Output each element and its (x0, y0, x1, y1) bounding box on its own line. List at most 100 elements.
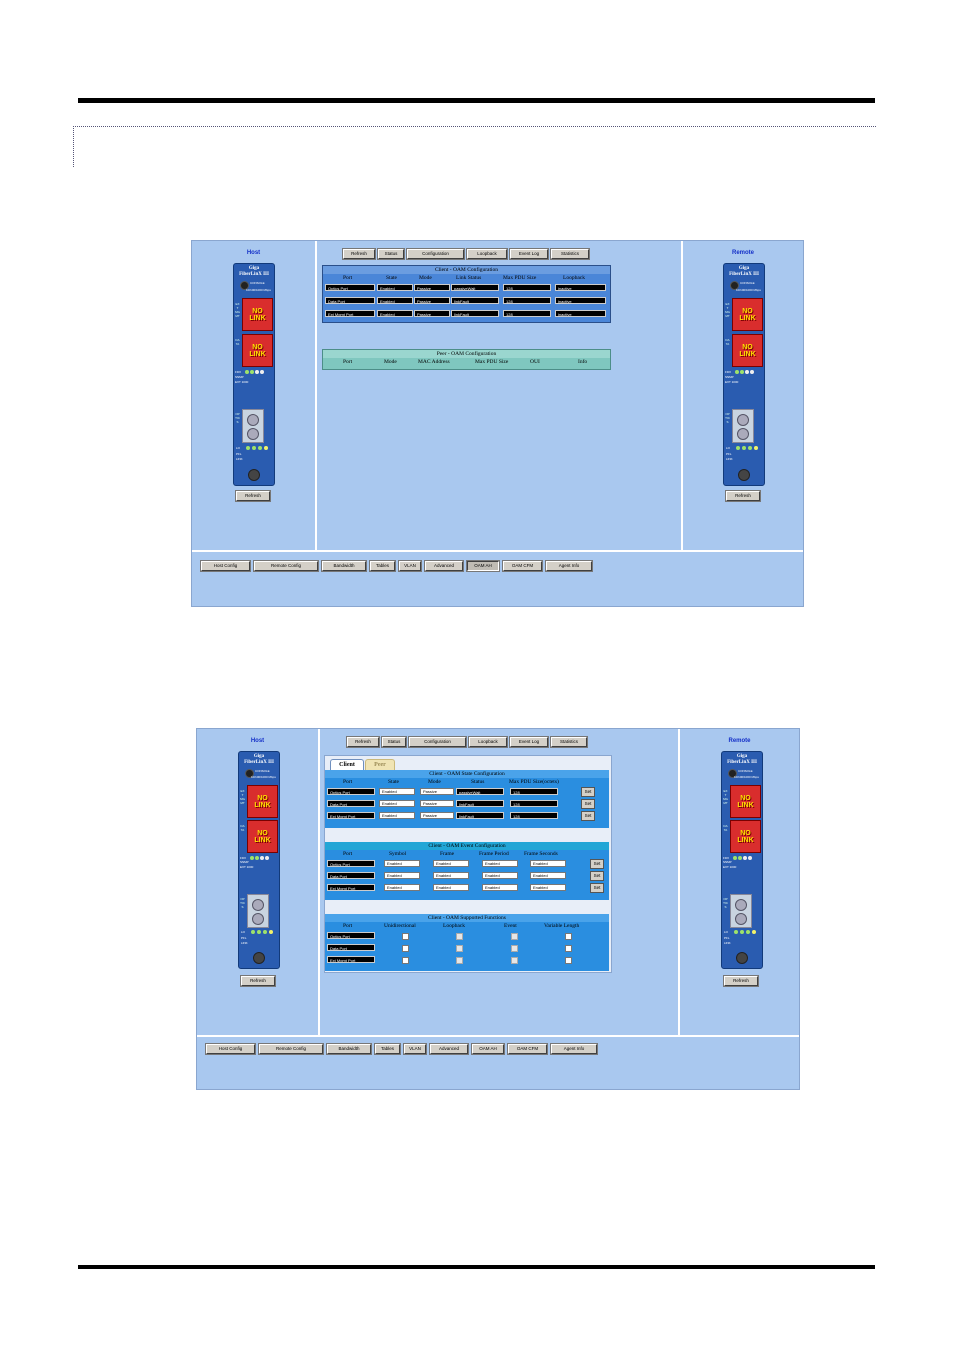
function-checkbox[interactable] (511, 957, 518, 964)
event-select[interactable]: Enabled (384, 884, 420, 891)
snmp-label: SNMP (235, 375, 244, 379)
mode-select[interactable]: Passive (420, 788, 454, 795)
lo-label: LO (236, 446, 241, 450)
remote-config-button[interactable]: Remote Config (259, 1044, 323, 1054)
set-button[interactable]: Set (590, 871, 604, 881)
event-log-button[interactable]: Event Log (510, 249, 548, 259)
bandwidth-button[interactable]: Bandwidth (327, 1044, 371, 1054)
max-pdu-input[interactable]: 128 (510, 788, 558, 795)
statistics-button[interactable]: Statistics (551, 249, 589, 259)
event-select[interactable]: Enabled (530, 860, 566, 867)
oam-cfm-button[interactable]: OAM CFM (508, 1044, 547, 1054)
event-select[interactable]: Enabled (433, 884, 469, 891)
function-checkbox[interactable] (402, 945, 409, 952)
event-select[interactable]: Enabled (482, 884, 518, 891)
status-button[interactable]: Status (382, 737, 406, 747)
statistics-button[interactable]: Statistics (551, 737, 587, 747)
event-select[interactable]: Enabled (482, 872, 518, 879)
status-button[interactable]: Status (378, 249, 404, 259)
function-checkbox[interactable] (456, 957, 463, 964)
loopback-button[interactable]: Loopback (469, 737, 507, 747)
optic-tx-icon (735, 898, 747, 911)
state-select[interactable]: Enabled (379, 812, 415, 819)
host-title: Host (246, 250, 261, 256)
function-checkbox[interactable] (565, 945, 572, 952)
event-select[interactable]: Enabled (482, 860, 518, 867)
loopback-button[interactable]: Loopback (467, 249, 507, 259)
configuration-button[interactable]: Configuration (409, 737, 466, 747)
max-pdu-input[interactable]: 128 (510, 800, 558, 807)
event-select[interactable]: Enabled (384, 872, 420, 879)
advanced-button[interactable]: Advanced (430, 1044, 468, 1054)
event-select[interactable]: Enabled (433, 860, 469, 867)
tab-peer[interactable]: Peer (365, 759, 395, 770)
host-refresh-button[interactable]: Refresh (241, 976, 275, 986)
peer-oam-title: Peer - OAM Configuration (323, 350, 610, 358)
status-led (750, 370, 754, 374)
function-checkbox[interactable] (565, 933, 572, 940)
max-pdu-input[interactable]: 128 (510, 812, 558, 819)
remote-refresh-button[interactable]: Refresh (724, 976, 758, 986)
col-port: Port (343, 779, 353, 785)
set-button[interactable]: Set (590, 883, 604, 893)
host-config-button[interactable]: Host Config (206, 1044, 255, 1054)
link-led (252, 446, 256, 450)
function-checkbox[interactable] (456, 933, 463, 940)
remote-title: Remote (728, 738, 751, 744)
tab-client[interactable]: Client (330, 759, 364, 770)
set-button[interactable]: Set (581, 787, 595, 797)
console-port-icon (728, 768, 737, 778)
tables-button[interactable]: Tables (370, 561, 395, 571)
status-led (735, 370, 739, 374)
event-select[interactable]: Enabled (530, 872, 566, 879)
screw-icon (253, 952, 265, 965)
host-refresh-button[interactable]: Refresh (236, 491, 270, 501)
data-port-label: DATA (240, 824, 245, 833)
event-log-button[interactable]: Event Log (510, 737, 548, 747)
function-checkbox[interactable] (456, 945, 463, 952)
event-select[interactable]: Enabled (384, 860, 420, 867)
advanced-button[interactable]: Advanced (425, 561, 463, 571)
mode-select[interactable]: Passive (420, 800, 454, 807)
tables-button[interactable]: Tables (375, 1044, 400, 1054)
client-oam-title: Client - OAM Configuration (323, 266, 610, 274)
oam-ah-button[interactable]: OAM AH (467, 561, 499, 571)
port-name: Optics Port (327, 932, 375, 939)
function-checkbox[interactable] (511, 945, 518, 952)
function-checkbox[interactable] (402, 933, 409, 940)
screw-icon (738, 469, 750, 481)
snmp-label: SNMP (240, 860, 249, 865)
state-select[interactable]: Enabled (379, 788, 415, 795)
fdx-label: FDX (725, 370, 731, 374)
function-checkbox[interactable] (565, 957, 572, 964)
vlan-button[interactable]: VLAN (404, 1044, 426, 1054)
agent-info-button[interactable]: Agent Info (546, 561, 592, 571)
vlan-button[interactable]: VLAN (399, 561, 421, 571)
agent-info-button[interactable]: Agent Info (551, 1044, 597, 1054)
refresh-button[interactable]: Refresh (347, 737, 379, 747)
set-button[interactable]: Set (581, 811, 595, 821)
set-button[interactable]: Set (581, 799, 595, 809)
refresh-button[interactable]: Refresh (343, 249, 375, 259)
state-select[interactable]: Enabled (379, 800, 415, 807)
function-checkbox[interactable] (402, 957, 409, 964)
oam-ah-button[interactable]: OAM AH (472, 1044, 504, 1054)
remote-refresh-button[interactable]: Refresh (726, 491, 760, 501)
function-checkbox[interactable] (511, 933, 518, 940)
optics-port-label: OPTICS (723, 896, 728, 909)
mode-select[interactable]: Passive (420, 812, 454, 819)
event-select[interactable]: Enabled (530, 884, 566, 891)
host-config-button[interactable]: Host Config (201, 561, 250, 571)
event-select[interactable]: Enabled (433, 872, 469, 879)
configuration-button[interactable]: Configuration (407, 249, 464, 259)
set-button[interactable]: Set (590, 859, 604, 869)
oam-cfm-button[interactable]: OAM CFM (503, 561, 542, 571)
bandwidth-button[interactable]: Bandwidth (322, 561, 366, 571)
link-led (752, 929, 756, 934)
remote-config-button[interactable]: Remote Config (254, 561, 318, 571)
